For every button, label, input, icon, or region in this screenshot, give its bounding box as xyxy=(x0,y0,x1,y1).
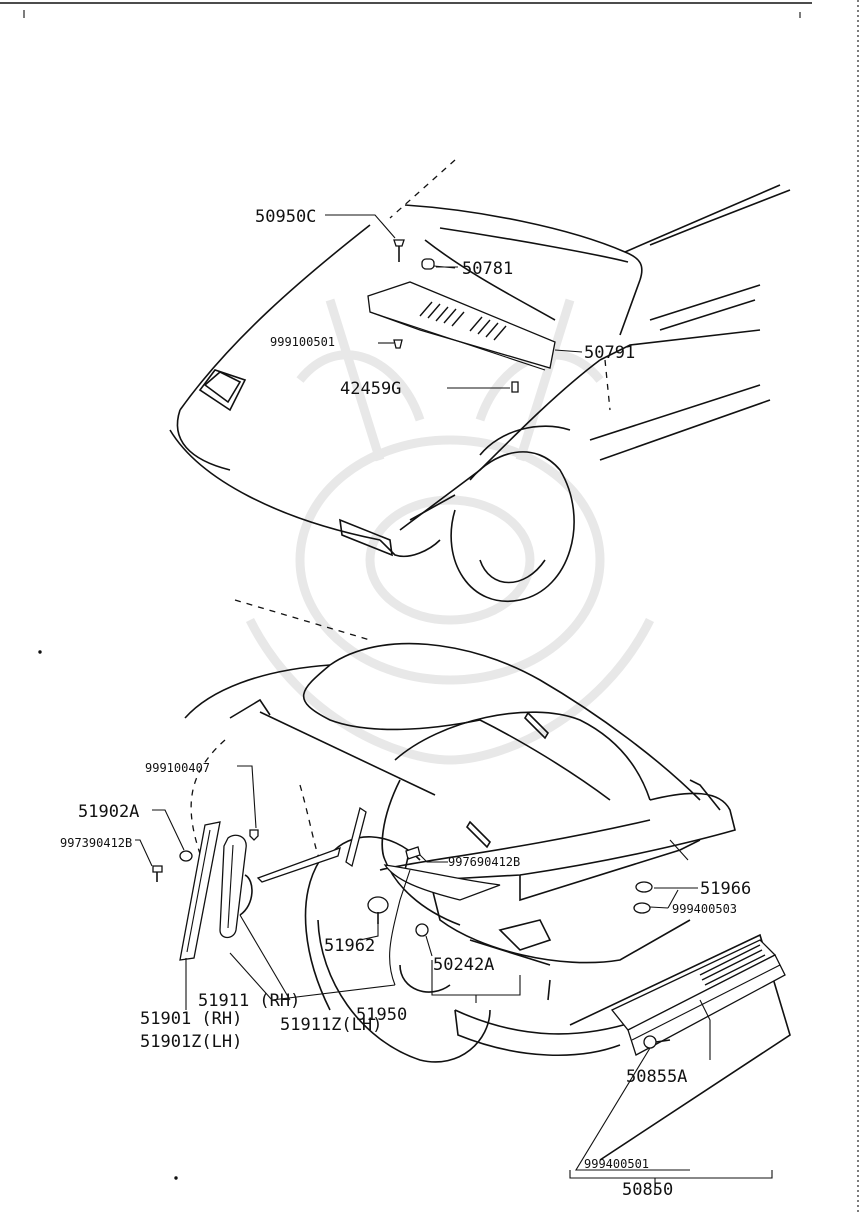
rear-leaders xyxy=(135,766,772,1195)
hood-fasteners xyxy=(394,240,518,392)
hood-leaders xyxy=(325,215,582,388)
label-42459G: 42459G xyxy=(340,379,401,399)
label-50791: 50791 xyxy=(584,343,635,363)
label-51962: 51962 xyxy=(324,936,375,956)
rear-pillar-garnish xyxy=(180,808,366,960)
watermark-emblem xyxy=(250,300,650,760)
label-999100501: 999100501 xyxy=(270,335,335,349)
rear-fasteners xyxy=(153,830,652,936)
rear-center-garnish xyxy=(385,865,500,900)
label-51911-rh: 51911 (RH) xyxy=(198,991,300,1011)
label-999100407: 999100407 xyxy=(145,761,210,775)
label-50781: 50781 xyxy=(462,259,513,279)
label-51966: 51966 xyxy=(700,879,751,899)
label-997390412B: 997390412B xyxy=(60,836,132,850)
speck xyxy=(39,651,41,653)
label-999400503: 999400503 xyxy=(672,902,737,916)
label-51950: 51950 xyxy=(356,1005,407,1025)
label-999400501: 999400501 xyxy=(584,1157,649,1171)
label-51911Z-lh: 51911Z(LH) xyxy=(280,1015,382,1035)
label-51902A: 51902A xyxy=(78,802,139,822)
speck xyxy=(175,1177,177,1179)
label-50855A: 50855A xyxy=(626,1067,687,1087)
label-997690412B: 997690412B xyxy=(448,855,520,869)
label-50950C: 50950C xyxy=(255,207,316,227)
label-50850: 50850 xyxy=(622,1180,673,1200)
label-50242A: 50242A xyxy=(433,955,494,975)
rear-molding-panel xyxy=(570,935,790,1160)
front-car-illustration xyxy=(170,160,790,601)
label-51901-rh: 51901 (RH) xyxy=(140,1009,242,1029)
label-51901Z-lh: 51901Z(LH) xyxy=(140,1032,242,1052)
